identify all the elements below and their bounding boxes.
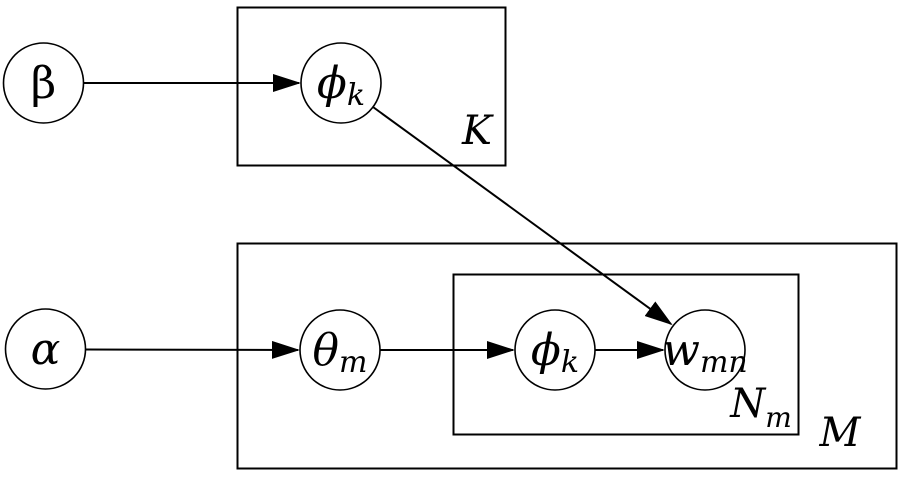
node-phi-topic-circle	[300, 42, 382, 124]
plate-words-nm	[452, 273, 800, 436]
node-alpha: α	[4, 308, 87, 390]
node-beta: β	[2, 42, 85, 124]
node-alpha-circle	[4, 308, 87, 390]
node-theta-circle	[299, 309, 381, 391]
node-phi-word: ϕk	[514, 309, 596, 391]
edge-alpha-to-theta	[85, 340, 300, 359]
node-alpha-label: α	[31, 324, 61, 375]
plate-label-nm: Nm	[729, 381, 792, 434]
node-beta-circle	[2, 42, 85, 124]
node-w: wmn	[662, 309, 748, 391]
node-w-label: wmn	[662, 325, 747, 380]
node-phi-topic-label: ϕk	[317, 58, 365, 113]
plate-documents-m	[236, 242, 898, 470]
node-theta-label: θm	[313, 325, 368, 380]
node-phi-word-circle	[514, 309, 596, 391]
edge-phi-topic-to-w	[372, 106, 673, 326]
plate-label-m: M	[819, 410, 862, 456]
node-beta-label: β	[31, 58, 56, 109]
plate-label-k: K	[461, 108, 494, 154]
plate-topics-k	[236, 6, 507, 167]
node-phi-topic: ϕk	[300, 42, 382, 124]
node-phi-word-label: ϕk	[531, 325, 579, 380]
node-w-circle	[664, 309, 746, 391]
node-theta: θm	[299, 309, 381, 391]
